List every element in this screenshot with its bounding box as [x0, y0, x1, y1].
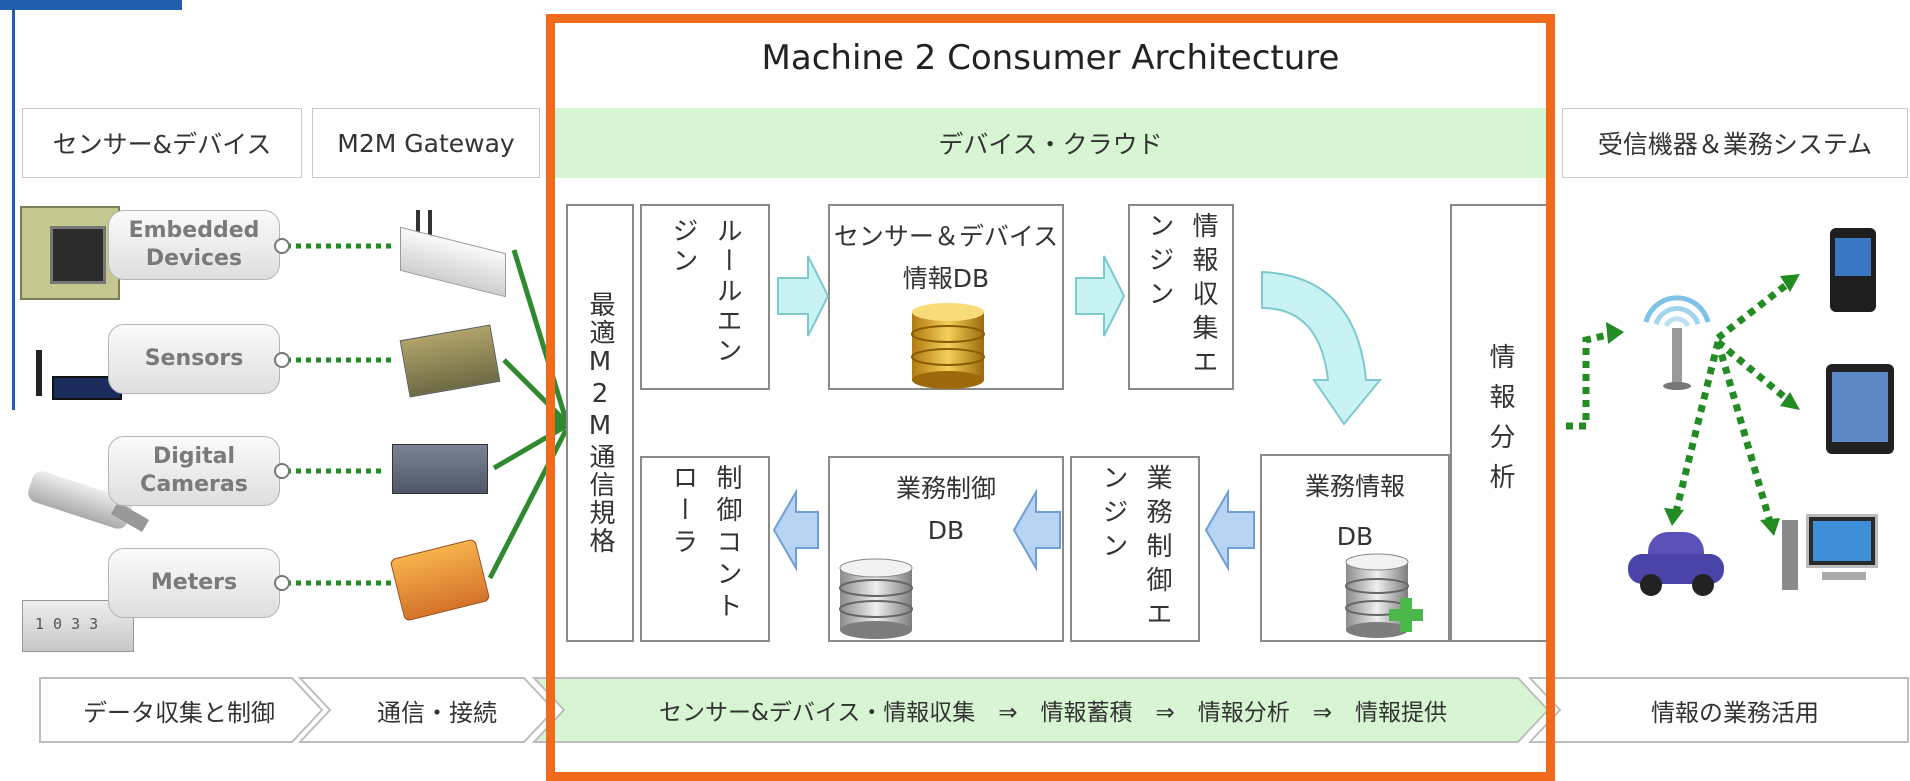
desktop-computer-icon: [1782, 514, 1882, 598]
sensor-db-label-2: 情報DB: [902, 264, 990, 293]
rule-engine-label: ルールエンジン: [668, 217, 742, 367]
control-db-label-1: 業務制御: [895, 474, 996, 503]
sensor-db-box: センサー＆デバイス 情報DB: [828, 204, 1064, 390]
header-gateway: M2M Gateway: [312, 108, 540, 178]
gold-database-icon: [911, 303, 985, 389]
gray-database-icon: [839, 558, 913, 639]
step-process: センサー&デバイス・情報収集 ⇒ 情報蓄積 ⇒ 情報分析 ⇒ 情報提供: [658, 700, 1448, 726]
control-db-label-2: DB: [927, 516, 965, 545]
architecture-frame: [546, 14, 1555, 781]
collect-engine-box: 情報収集エンジン: [1128, 204, 1234, 390]
step-data-collection: データ収集と制御: [83, 698, 275, 727]
diagram-title: Machine 2 Consumer Architecture: [761, 38, 1340, 78]
business-db-label-1: 業務情報: [1304, 472, 1405, 501]
business-db-label-2: DB: [1336, 522, 1374, 551]
control-engine-box: 業務制御エンジン: [1070, 456, 1200, 642]
device-meters: Meters: [108, 548, 280, 618]
business-db-box: 業務情報 DB: [1260, 454, 1450, 642]
meter-reading: 1 0 3 3: [35, 615, 99, 633]
protocol-box: 最適M2M通信規格: [566, 204, 634, 642]
embedded-board-icon: [20, 206, 120, 300]
controller-box: 制御コントローラ: [640, 456, 770, 642]
control-engine-label: 業務制御エンジン: [1098, 464, 1172, 634]
device-sensors: Sensors: [108, 324, 280, 394]
database-add-icon: [1345, 553, 1423, 638]
collect-engine-label: 情報収集エンジン: [1144, 212, 1218, 382]
device-digital-cameras: Digital Cameras: [108, 436, 280, 506]
gateway-box-icon: [392, 444, 488, 494]
meter-icon: 1 0 3 3: [22, 600, 134, 652]
corner-accent: [0, 0, 182, 10]
rule-engine-box: ルールエンジン: [640, 204, 770, 390]
header-sensors-devices: センサー&デバイス: [22, 108, 302, 178]
tablet-icon: [1826, 364, 1894, 454]
device-embedded-devices: Embedded Devices: [108, 210, 280, 280]
antenna-icon: [1643, 295, 1711, 390]
step-usage: 情報の業務活用: [1651, 698, 1819, 727]
car-icon: [1628, 532, 1728, 602]
protocol-label: 最適M2M通信規格: [585, 291, 615, 555]
controller-label: 制御コントローラ: [668, 464, 742, 624]
sensor-db-label-1: センサー＆デバイス: [833, 222, 1059, 251]
router-icon: [400, 210, 506, 298]
smartphone-icon: [1830, 228, 1876, 312]
analysis-label: 情報分析: [1485, 343, 1515, 503]
step-communication: 通信・接続: [377, 698, 497, 727]
header-receivers: 受信機器＆業務システム: [1562, 108, 1908, 178]
left-accent-line: [12, 10, 15, 410]
header-device-cloud: デバイス・クラウド: [555, 108, 1546, 178]
